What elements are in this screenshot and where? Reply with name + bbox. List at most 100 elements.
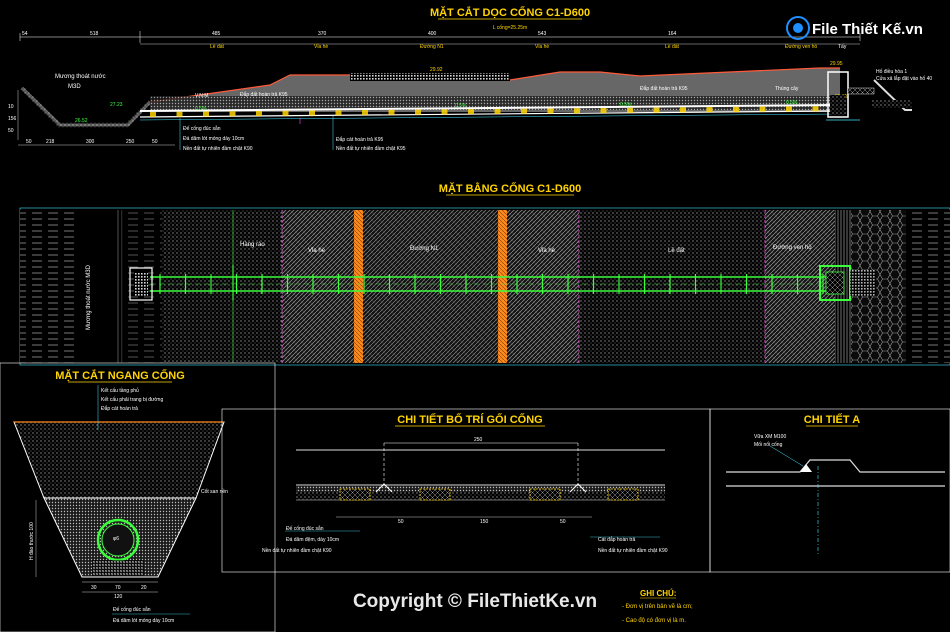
zone-label-0: Lề đất <box>210 44 225 50</box>
channel-label-line2: M3D <box>68 84 81 90</box>
long-joint <box>759 106 766 112</box>
vn-label: V.N:M <box>195 93 208 99</box>
support-top-dim: 250 <box>474 437 483 443</box>
left-dim-2: 50 <box>8 128 14 134</box>
site-logo: File Thiết Kế.vn <box>786 16 923 40</box>
channel-label-line1: Mương thoát nước <box>55 74 106 80</box>
top-dim-1: 518 <box>90 31 99 37</box>
cross-depth-label: H đào thước 100 <box>29 522 35 560</box>
long-joint <box>441 109 448 115</box>
elev-left: 27.23 <box>110 102 123 108</box>
long-joint <box>600 108 607 114</box>
long-joint <box>706 107 713 113</box>
right-manhole: Hố điều hòa 1 Cửa xả lắp đặt vào hố 40 <box>826 69 932 121</box>
zone-label-3: Vỉa hè <box>535 43 549 50</box>
support-dim-2: 50 <box>560 519 566 525</box>
support-pad <box>339 488 371 501</box>
slope-label-1: 0.5% <box>455 103 467 109</box>
support-pad <box>529 488 561 501</box>
bottom-mid-label-1: Nền đất tự nhiên đầm chặt K95 <box>336 146 406 152</box>
plan-zone-3: Vỉa hè <box>538 247 556 254</box>
long-joint <box>362 110 368 116</box>
support-joint <box>375 483 393 493</box>
left-dim-0: 10 <box>8 104 14 110</box>
plan-title: MẶT BẰNG CỐNG C1-D600 <box>439 181 581 195</box>
plan-zone-4: Lề đất <box>668 248 685 254</box>
cross-bottom-dim: 120 <box>114 594 123 600</box>
cross-right-label: Cốt san nền <box>201 489 228 495</box>
long-joint <box>521 108 527 114</box>
plan-side-label: Mương thoát nước M3D <box>86 264 92 330</box>
cross-bottom-label-0: Đế cống đúc sẵn <box>113 606 151 613</box>
top-dim-0: 54 <box>22 31 28 37</box>
support-detail: CHI TIẾT BỐ TRÍ GỐI CỐNG 250 50 150 50 Đ… <box>221 408 711 573</box>
plan-zone-2: Đường N1 <box>410 246 439 252</box>
cross-label-2: Đắp cát hoàn trả <box>101 405 138 412</box>
bottom-left-label-0: Đế cống đúc sẵn <box>183 125 221 132</box>
cross-bottom-label-1: Đá dăm lót móng dày 10cm <box>113 618 174 624</box>
support-left-2: Nền đất tự nhiên đầm chặt K90 <box>262 548 332 554</box>
note-item-1: - Cao độ có đơn vị là m. <box>622 618 686 624</box>
long-joint <box>786 106 792 112</box>
support-left-1: Đá dăm đệm, dày 10cm <box>286 537 339 543</box>
zone-label-5: Đường ven hồ <box>785 44 817 50</box>
support-pads <box>339 483 639 501</box>
long-joint <box>653 107 660 113</box>
ground-profile: V.N:M Đắp đất hoàn trả K95 Đắp đất hoàn … <box>149 61 848 112</box>
detail-a: CHI TIẾT A Vữa XM M100 Mối nối cống <box>709 408 950 573</box>
elev-top: 29.92 <box>430 67 443 73</box>
bottom-left-label-2: Nền đất tự nhiên đầm chặt K90 <box>183 146 253 152</box>
long-joint <box>812 106 819 112</box>
bottom-dim-4: 50 <box>152 139 158 145</box>
long-joint <box>574 108 580 114</box>
plan-zone-0: Hàng rào <box>240 242 265 248</box>
cross-dim-0: 30 <box>91 585 97 591</box>
long-joint <box>256 110 262 116</box>
bottom-dim-0: 50 <box>26 139 32 145</box>
bottom-dim-1: 218 <box>46 139 55 145</box>
bottom-dim-3: 250 <box>126 139 135 145</box>
long-joint <box>176 111 183 117</box>
elev-low: 26.52 <box>75 118 88 124</box>
long-joint <box>203 111 209 117</box>
zone-label-1: Vỉa hè <box>314 43 328 50</box>
notes-block: GHI CHÚ: - Đơn vị trên bản vẽ là cm; - C… <box>622 589 693 624</box>
cross-section: MẶT CẮT NGANG CỐNG φ6 Kết cấu tầng phủ K… <box>0 362 276 632</box>
watermark: Copyright © FileThietKe.vn <box>353 591 597 612</box>
slope-label-0: 0.5% <box>195 106 207 112</box>
plan-zone-1: Vỉa hè <box>308 247 326 254</box>
long-joint <box>494 108 501 114</box>
longitudinal-pipe: 0.5% 0.5% 0.5% 0.5% <box>139 100 836 121</box>
top-dim-4: 400 <box>428 31 437 37</box>
support-left-0: Đế cống đúc sẵn <box>286 525 324 532</box>
right-elev: 29.95 <box>830 61 843 67</box>
pipe-joints <box>150 106 819 117</box>
support-dim-0: 50 <box>398 519 404 525</box>
plan-zone-5: Đường ven hồ <box>773 245 812 251</box>
long-joint <box>335 110 342 116</box>
long-joint <box>150 111 156 117</box>
long-joint <box>388 109 395 115</box>
plan-pipe-joints <box>159 274 824 294</box>
long-joint <box>415 109 421 115</box>
longitudinal-leaders: Đế cống đúc sẵn Đá dăm lót móng dày 10cm… <box>179 116 406 152</box>
right-note-1: Cửa xả lắp đặt vào hố 40 <box>876 75 932 82</box>
note-item-0: - Đơn vị trên bản vẽ là cm; <box>622 604 693 610</box>
plan-pipe <box>150 274 840 294</box>
support-pad <box>607 488 639 501</box>
cross-title: MẶT CẮT NGANG CỐNG <box>55 368 185 382</box>
support-right-1: Nền đất tự nhiên đầm chặt K90 <box>598 548 668 554</box>
top-dim-2: 485 <box>212 31 221 37</box>
plan-view: MẶT BẰNG CỐNG C1-D600 Mương thoát nước M… <box>19 181 950 366</box>
long-joint <box>282 110 289 116</box>
long-joint <box>733 106 739 112</box>
support-joint <box>569 483 587 493</box>
cross-label-1: Kết cấu phải trang bị đường <box>101 397 163 403</box>
left-dim-1: 156 <box>8 116 17 122</box>
right-channel-label: Thùng cây <box>775 86 799 92</box>
notes-title: GHI CHÚ: <box>640 589 676 598</box>
bottom-left-label-1: Đá dăm lót móng dày 10cm <box>183 136 244 142</box>
support-pad <box>419 488 451 501</box>
support-dim-1: 150 <box>480 519 489 525</box>
